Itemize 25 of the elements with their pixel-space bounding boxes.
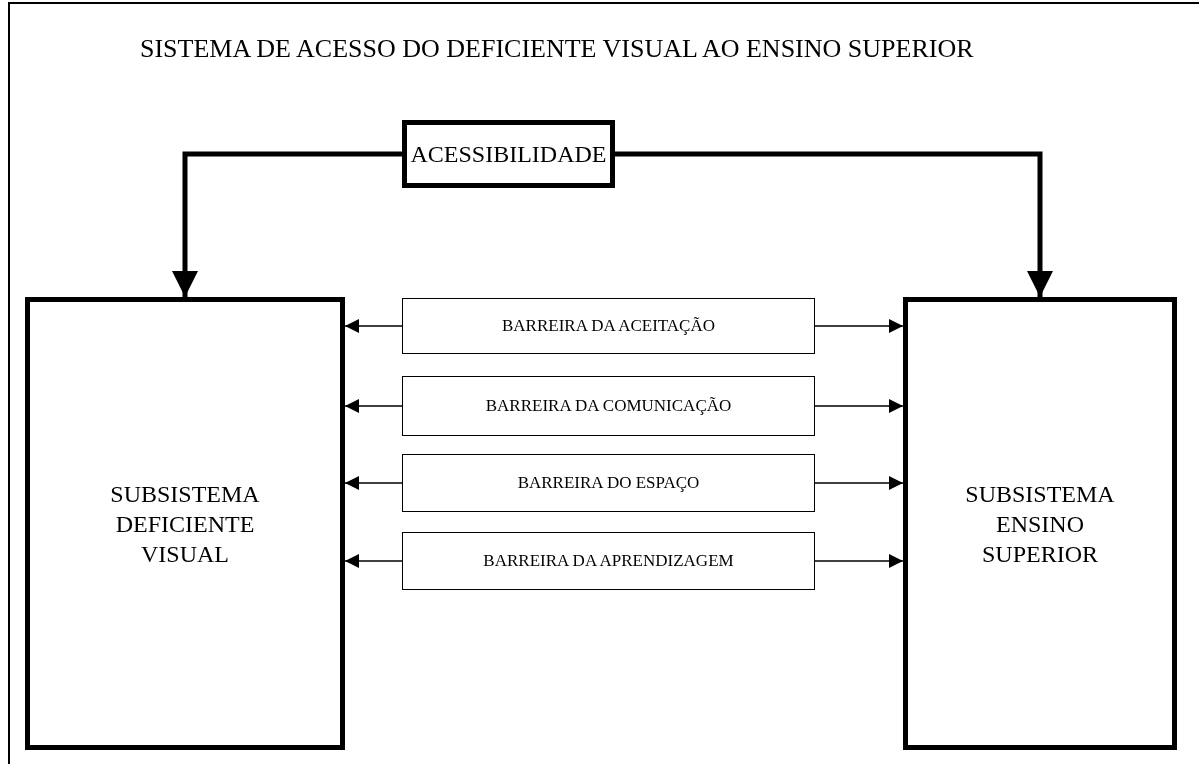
arrow: [344, 554, 403, 568]
arrow: [344, 476, 403, 490]
arrow: [814, 476, 904, 490]
process-box: [402, 298, 815, 354]
arrow: [615, 151, 1053, 297]
box-label: BARREIRA DA ACEITAÇÃO: [501, 315, 716, 337]
process-box: [402, 454, 815, 512]
process-box: [402, 120, 615, 188]
arrow: [814, 399, 904, 413]
box-label: BARREIRA DA COMUNICAÇÃO: [485, 395, 732, 417]
box-label: SUBSISTEMA DEFICIENTE VISUAL: [109, 479, 261, 569]
title: SISTEMA DE ACESSO DO DEFICIENTE VISUAL AO ENSINO SUPERIOR: [140, 34, 974, 64]
arrow: [344, 319, 403, 333]
process-box: [903, 297, 1177, 750]
box-label: ACESSIBILIDADE: [410, 140, 607, 169]
box-label: SUBSISTEMA ENSINO SUPERIOR: [964, 479, 1116, 569]
arrow: [814, 319, 904, 333]
process-box: [402, 376, 815, 436]
arrow: [344, 399, 403, 413]
box-label: BARREIRA DO ESPAÇO: [517, 472, 700, 494]
process-box: [25, 297, 345, 750]
arrow: [172, 151, 402, 297]
box-label: BARREIRA DA APRENDIZAGEM: [483, 550, 734, 572]
arrow: [814, 554, 904, 568]
process-box: [402, 532, 815, 590]
